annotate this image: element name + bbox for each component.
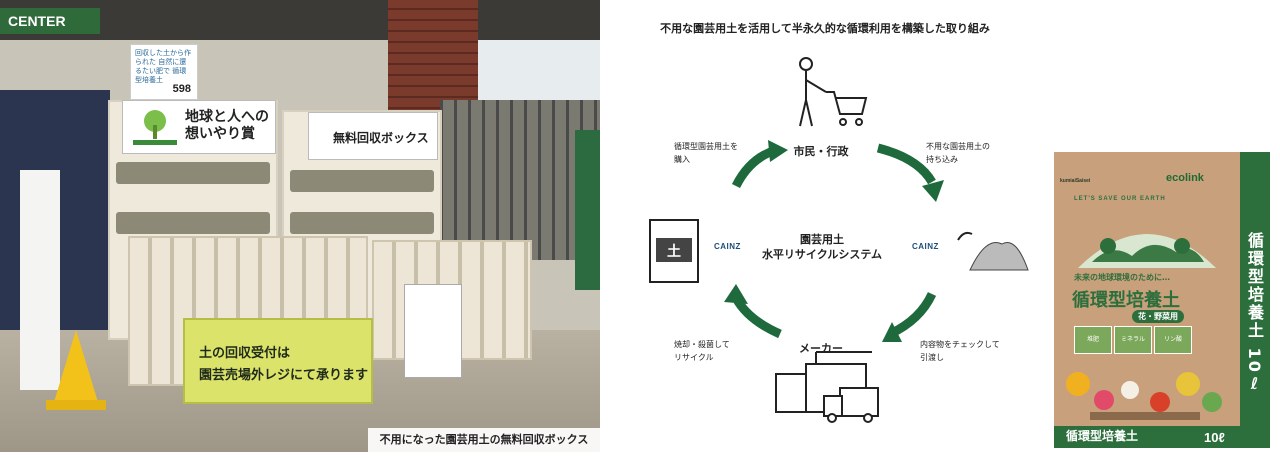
bag-subtitle: 未来の地球環境のために…: [1074, 273, 1170, 282]
award-text: 地球と人への 想いやり賞: [185, 109, 269, 143]
award-board: 地球と人への 想いやり賞: [122, 100, 276, 154]
note-purchase: 循環型園芸用土を 購入: [674, 140, 738, 166]
flowers-vegetables-icon: [1066, 372, 1222, 420]
collection-box-label: 無料回収ボックス: [333, 131, 429, 145]
note-recycle-line-1: 焼却・殺菌して: [674, 340, 730, 349]
brand-right: CAINZ: [912, 242, 939, 251]
diagram-title: 不用な園芸用土を活用して半永久的な循環利用を構築した取り組み: [660, 22, 990, 35]
bag-bottom-name: 循環型培養土: [1066, 429, 1139, 443]
cycle-diagram: 土: [649, 57, 1029, 423]
photo-caption: 不用になった園芸用土の無料回収ボックス: [368, 428, 600, 452]
traffic-cone: [54, 330, 98, 402]
note-recycle: 焼却・殺菌して リサイクル: [674, 338, 730, 364]
award-line-2: 想いやり賞: [185, 126, 255, 142]
info-stand: [404, 284, 462, 378]
notice-line-2: 園芸売場外レジにて承ります: [199, 368, 369, 383]
recycle-box-photo: CENTER 回収した土から作られた 自然に還るたい肥で 循環型培養土 598 …: [0, 0, 600, 452]
soil-bags: [116, 212, 270, 234]
white-post: [20, 170, 60, 390]
soil-pile-icon: [957, 231, 1029, 271]
collection-box-sign: 無料回収ボックス: [308, 112, 438, 160]
bag-bottom-band: [1054, 426, 1240, 448]
arrow-heads: [724, 140, 944, 342]
soil-bags: [116, 162, 270, 184]
price-tag-text: 回収した土から作られた 自然に還るたい肥で 循環型培養土: [135, 49, 191, 84]
note-purchase-line-2: 購入: [674, 155, 690, 164]
store-sign: CENTER: [0, 8, 100, 34]
bag-product-name: 循環型培養土: [1072, 290, 1180, 311]
award-line-1: 地球と人への: [185, 109, 269, 125]
notice-line-1: 土の回収受付は: [199, 346, 291, 361]
center-line-2: 水平リサイクルシステム: [761, 248, 883, 261]
shopper-icon: [799, 57, 868, 127]
product-bag: kumiaiSaisei ecolink LET'S SAVE OUR EART…: [1054, 152, 1270, 448]
green-banner: [575, 130, 600, 290]
price-value: 598: [172, 83, 191, 95]
note-bring-in: 不用な園芸用土の 持ち込み: [926, 140, 990, 166]
arrow-bottom-right: [888, 291, 937, 339]
bag-use: 花・野菜用: [1132, 310, 1184, 323]
note-bring-in-line-2: 持ち込み: [926, 155, 958, 164]
notice-sign: 土の回収受付は 園芸売場外レジにて承ります: [183, 318, 373, 404]
traffic-cone-base: [46, 400, 106, 410]
node-citizen: 市民・行政: [793, 145, 849, 158]
feature-badge: リン酸: [1154, 326, 1192, 354]
bag-bottom-volume: 10ℓ: [1204, 430, 1225, 445]
node-maker: メーカー: [799, 342, 843, 355]
fence: [440, 100, 600, 260]
note-handover-line-1: 内容物をチェックして: [920, 340, 1000, 349]
center-label: 園芸用土 水平リサイクルシステム: [752, 232, 892, 262]
brand-left: CAINZ: [714, 242, 741, 251]
factory-truck-icon: [775, 351, 879, 423]
bag-side-text: 循環型培養土 10ℓ: [1245, 232, 1264, 395]
tree-logo-icon: [133, 110, 177, 145]
bag-slogan: LET'S SAVE OUR EARTH: [1074, 196, 1166, 202]
note-purchase-line-1: 循環型園芸用土を: [674, 142, 738, 151]
note-handover-line-2: 引渡し: [920, 353, 944, 362]
price-tag: 回収した土から作られた 自然に還るたい肥で 循環型培養土 598: [130, 44, 198, 100]
soil-bags: [290, 212, 434, 234]
bag-side-stripe: [1240, 152, 1270, 448]
note-bring-in-line-1: 不用な園芸用土の: [926, 142, 990, 151]
earth-trees-icon: [1078, 234, 1216, 268]
feature-badge: 堆肥: [1074, 326, 1112, 354]
soil-char: 土: [667, 243, 681, 260]
soil-bag-icon: 土: [649, 219, 699, 283]
center-line-1: 園芸用土: [800, 233, 844, 246]
soil-bags: [290, 170, 434, 192]
arrow-top-right: [876, 143, 936, 185]
note-recycle-line-2: リサイクル: [674, 353, 714, 362]
ecolink-logo: ecolink: [1166, 172, 1204, 184]
roof: [0, 0, 600, 40]
bag-brand: kumiaiSaisei: [1060, 178, 1091, 184]
feature-badge: ミネラル: [1114, 326, 1152, 354]
note-handover: 内容物をチェックして 引渡し: [920, 338, 1000, 364]
